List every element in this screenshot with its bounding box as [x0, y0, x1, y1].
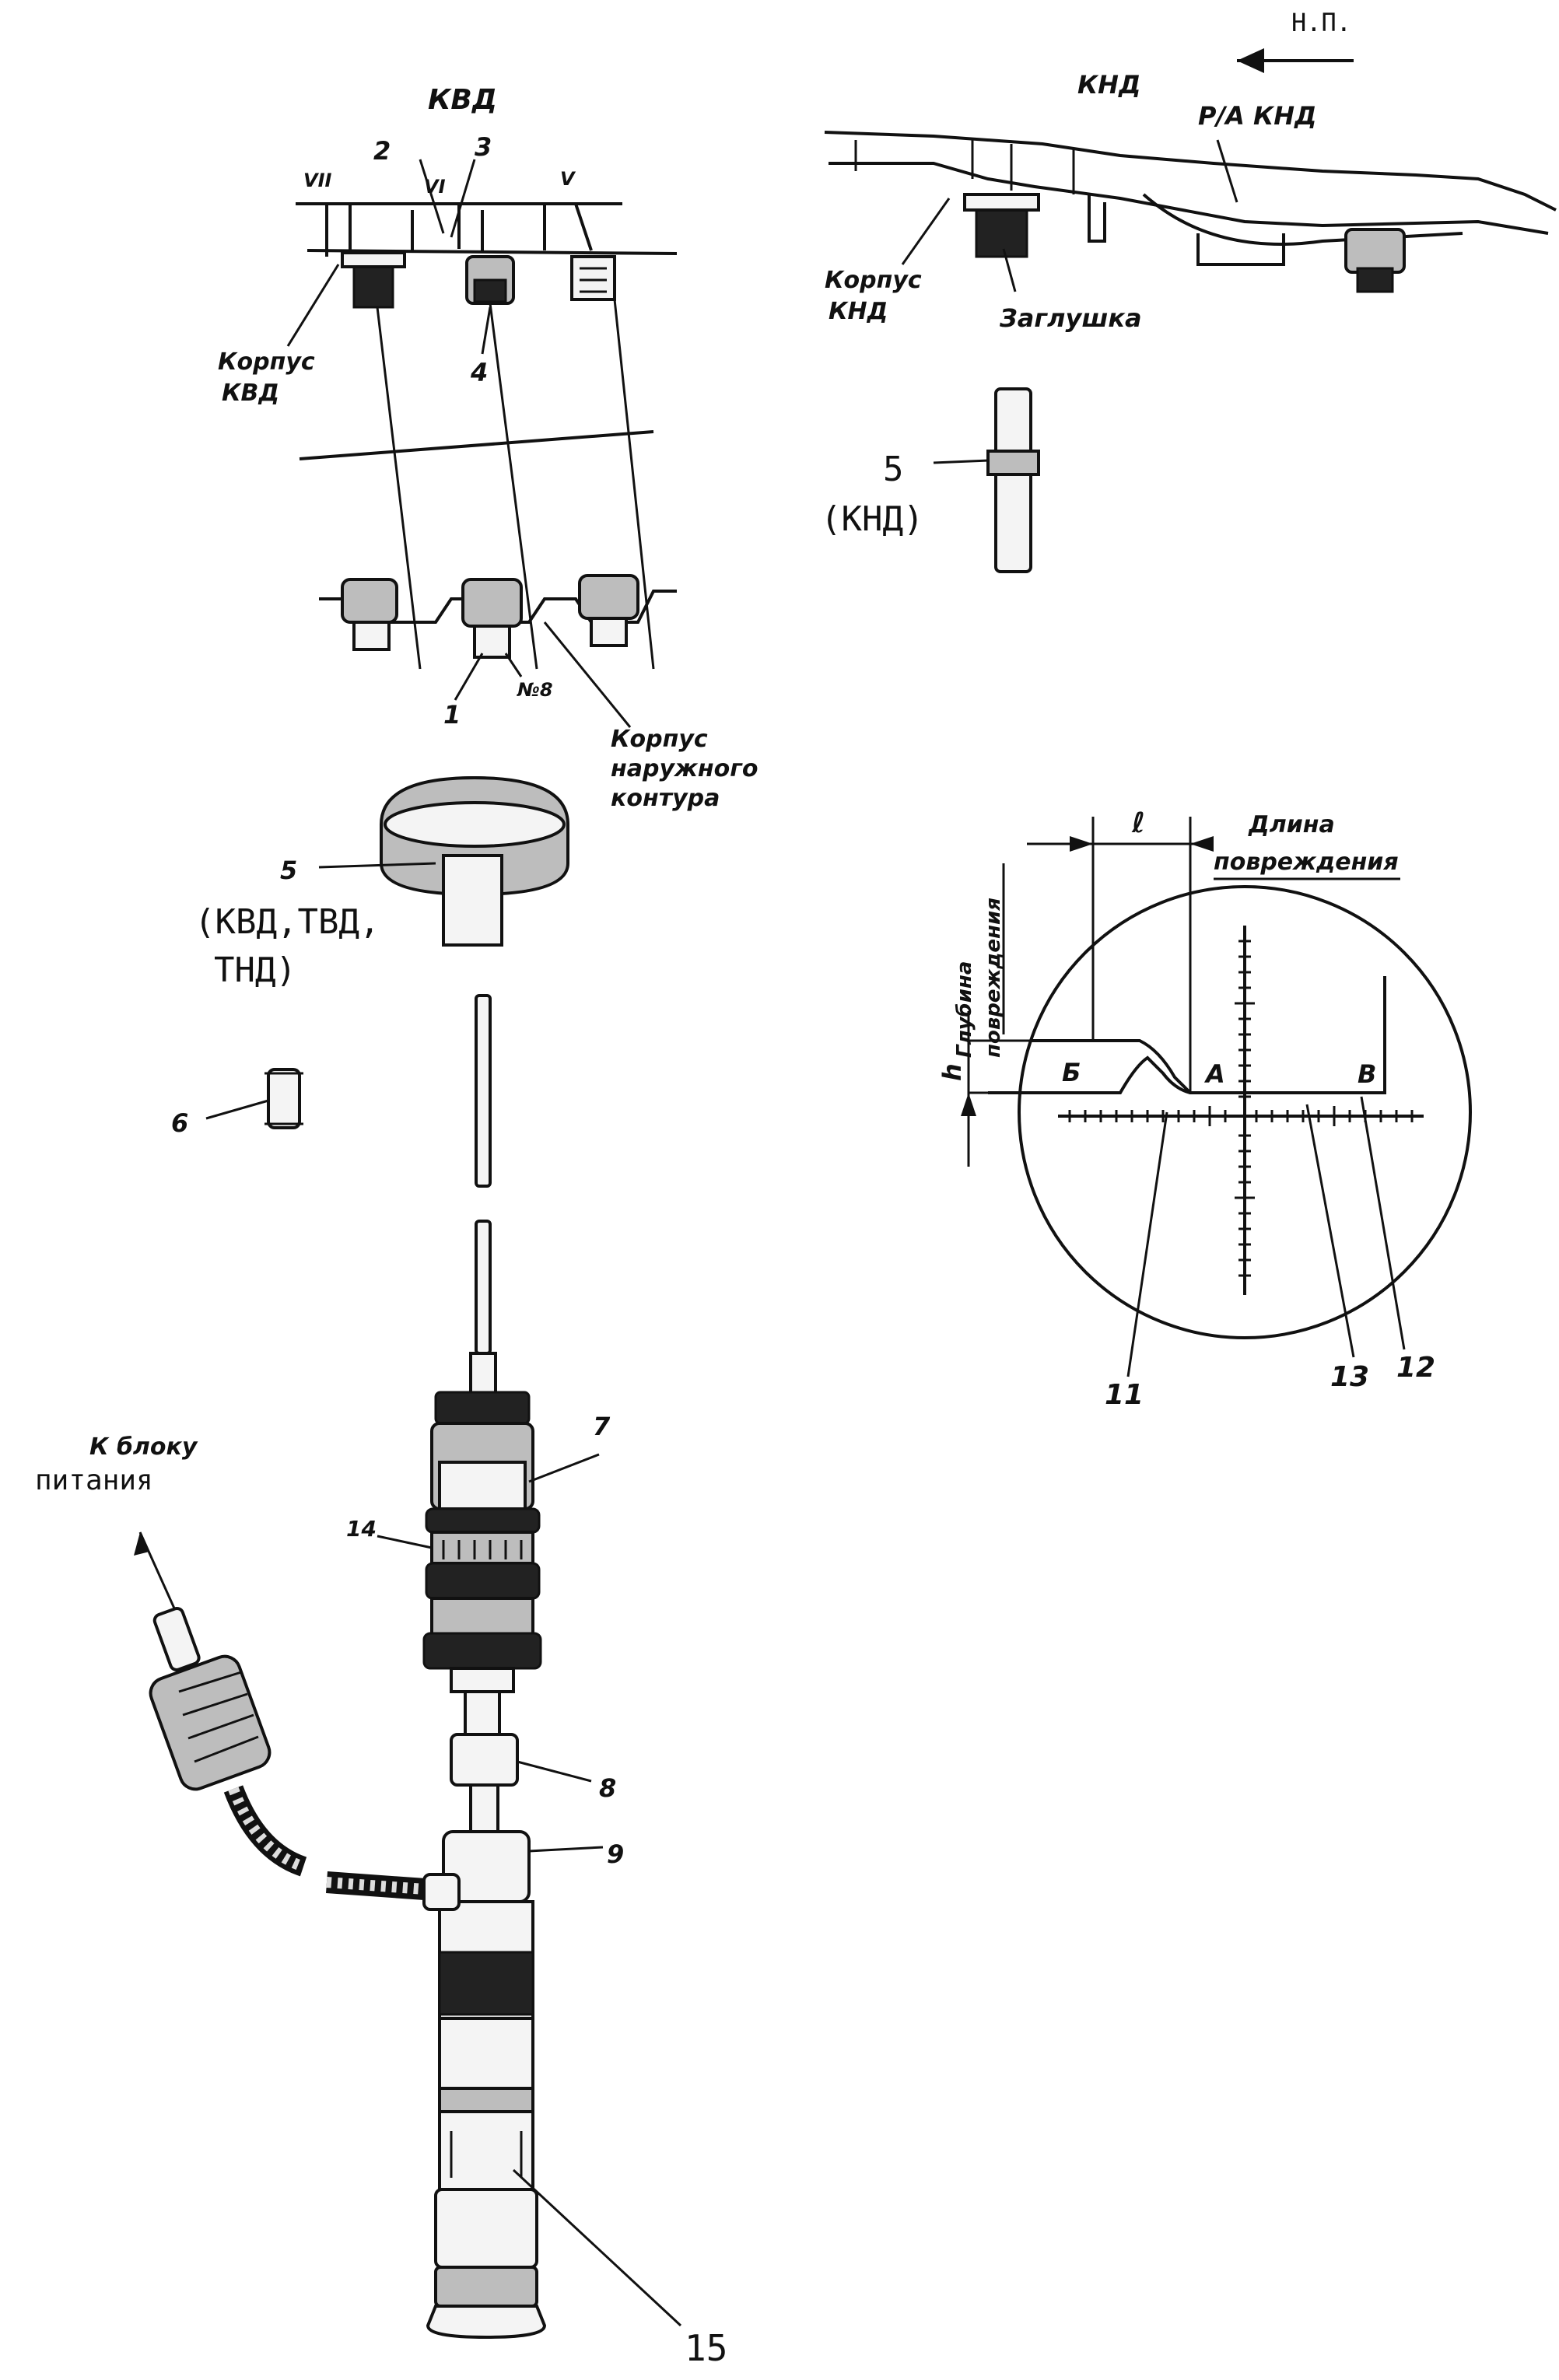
label-knd: КНД [1077, 70, 1140, 100]
boss-vii [341, 251, 406, 309]
label-9: 9 [607, 1839, 624, 1869]
label-kvd-tvd-2: ТНД) [214, 950, 296, 990]
label-korpus-knd-2: КНД [829, 298, 888, 325]
knd-ra-boss [1344, 228, 1406, 293]
label-n8-small: №8 [517, 679, 553, 701]
label-korpus-nk-1: Корпус [611, 726, 708, 753]
lower-boss-left [341, 578, 398, 651]
label-glubina-1: Глубина [953, 961, 976, 1058]
knd-plug-boss [963, 193, 1040, 258]
label-l: ℓ [1131, 807, 1145, 839]
label-ra-knd: Р/А КНД [1198, 101, 1316, 131]
label-k-bloku-2: питания [35, 1465, 153, 1496]
part-6-bushing [205, 1068, 303, 1129]
label-vi: VI [424, 176, 446, 198]
label-vii: VII [303, 170, 332, 191]
label-h: h [937, 1063, 967, 1081]
kvd-casing-section [286, 159, 678, 728]
label-6: 6 [171, 1108, 188, 1138]
part-5-knd [933, 387, 1040, 573]
label-korpus-nk-3: контура [611, 785, 720, 812]
label-korpus-kvd-2: КВД [222, 380, 279, 407]
label-glubina-2: повреждения [982, 898, 1005, 1058]
label-2: 2 [373, 136, 391, 166]
label-v: V [560, 168, 576, 190]
label-5-knd: 5 [883, 450, 904, 489]
label-b-letter: Б [1062, 1058, 1081, 1087]
label-korpus-knd-1: Корпус [825, 267, 922, 294]
label-8: 8 [599, 1773, 616, 1803]
np-arrow [1237, 48, 1354, 73]
label-korpus-nk-2: наружного [611, 755, 758, 782]
label-kvd-tvd-1: (КВД,ТВД, [194, 902, 380, 942]
label-12: 12 [1396, 1352, 1435, 1384]
label-knd-paren: (КНД) [821, 499, 923, 539]
label-13: 13 [1330, 1361, 1369, 1393]
power-cable [134, 1531, 461, 1911]
label-5-kvd: 5 [280, 856, 297, 885]
label-a-letter: А [1203, 1059, 1225, 1089]
label-15: 15 [685, 2327, 727, 2369]
boss-v [570, 255, 616, 301]
label-14: 14 [346, 1516, 377, 1542]
focusing-unit [377, 1391, 600, 1693]
label-v-letter: В [1358, 1059, 1376, 1089]
light-guide-body [426, 1830, 682, 2340]
label-dlina-2: повреждения [1214, 849, 1399, 876]
label-korpus-kvd-1: Корпус [218, 348, 315, 376]
label-4: 4 [470, 358, 488, 387]
boss-vi [465, 255, 515, 305]
label-11: 11 [1105, 1379, 1144, 1411]
label-7: 7 [593, 1412, 611, 1441]
probe-rod [469, 994, 497, 1398]
label-1: 1 [443, 700, 461, 730]
lower-boss-center [461, 578, 523, 659]
coupling-8 [450, 1690, 592, 1833]
label-3: 3 [475, 132, 492, 162]
knd-casing-section [824, 131, 1557, 293]
label-kvd: КВД [428, 84, 497, 116]
part-5-flange-adapter [318, 775, 569, 947]
label-dlina-1: Длина [1248, 811, 1335, 838]
label-np: Н.П. [1291, 8, 1351, 37]
label-k-bloku-1: К блоку [89, 1433, 198, 1461]
lower-boss-right [578, 574, 639, 647]
eyepiece-view [961, 817, 1472, 1377]
label-zaglushka: Заглушка [999, 303, 1142, 333]
